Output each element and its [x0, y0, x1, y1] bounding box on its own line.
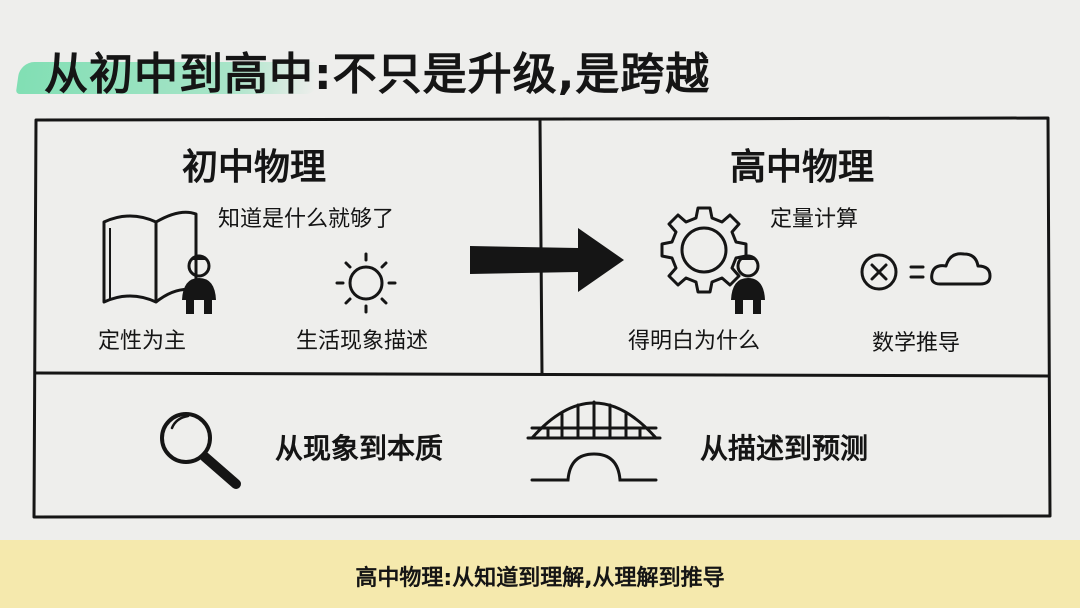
- equals-sign: [909, 265, 925, 279]
- description-to-prediction-label: 从描述到预测: [700, 432, 869, 465]
- sun-icon: [335, 252, 397, 314]
- junior-physics-caption-phenomena: 生活现象描述: [296, 329, 429, 354]
- phenomenon-to-essence-label: 从现象到本质: [275, 432, 444, 465]
- bridge-icon: [526, 400, 662, 482]
- title-area: 从初中到高中:不只是升级,是跨越: [15, 36, 898, 106]
- person-icon: [731, 254, 765, 314]
- senior-physics-note: 定量计算: [770, 207, 859, 232]
- cloud-icon: [930, 252, 992, 286]
- junior-physics-heading: 初中物理: [182, 147, 327, 188]
- gear-icon: [660, 206, 748, 294]
- outer-frame: [32, 116, 1052, 519]
- magnifying-glass-icon: [160, 412, 241, 489]
- right-arrow-icon: [470, 228, 624, 292]
- summary-banner-text: 高中物理:从知道到理解,从理解到推导: [355, 566, 725, 591]
- page-title: 从初中到高中:不只是升级,是跨越: [44, 49, 711, 100]
- senior-physics-caption-math: 数学推导: [872, 331, 961, 356]
- summary-banner: [0, 540, 1080, 608]
- senior-physics-caption-why: 得明白为什么: [628, 329, 761, 354]
- open-book-icon: [102, 210, 198, 304]
- person-icon: [182, 254, 216, 314]
- circled-x-icon: [860, 253, 898, 291]
- senior-physics-heading: 高中物理: [730, 147, 875, 188]
- vertical-divider: [538, 118, 544, 376]
- junior-physics-caption-qualitative: 定性为主: [98, 329, 187, 354]
- junior-physics-note: 知道是什么就够了: [218, 207, 395, 232]
